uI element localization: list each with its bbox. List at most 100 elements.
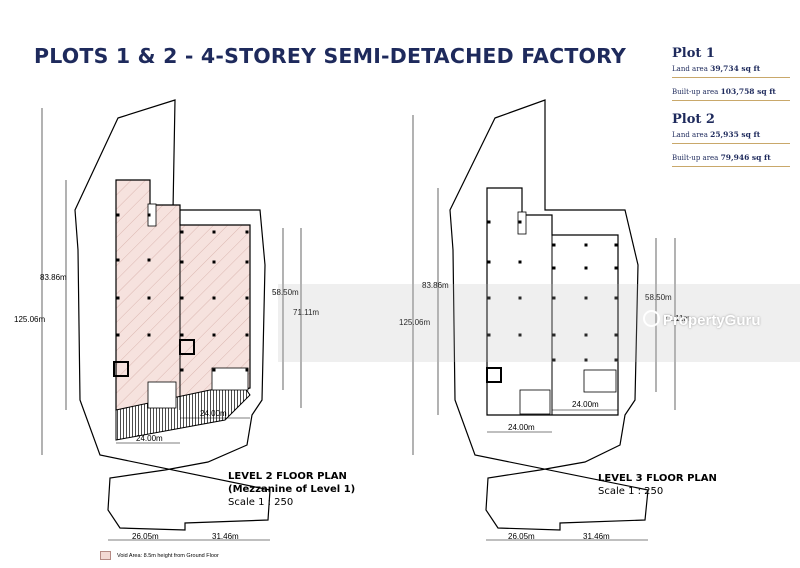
column-marker bbox=[245, 368, 249, 372]
plot-2-info: Plot 2 Land area 25,935 sq ft Built-up a… bbox=[672, 112, 790, 167]
column-marker bbox=[116, 296, 120, 300]
column-marker bbox=[487, 220, 491, 224]
column-marker bbox=[212, 260, 216, 264]
column-marker bbox=[245, 230, 249, 234]
dim-label: 58.50m bbox=[645, 293, 672, 302]
column-marker bbox=[180, 368, 184, 372]
dim-label: 31.46m bbox=[212, 532, 239, 541]
column-marker bbox=[584, 243, 588, 247]
stair-box bbox=[211, 367, 249, 391]
column-marker bbox=[245, 333, 249, 337]
land-area-value: 39,734 sq ft bbox=[710, 64, 761, 73]
column-marker bbox=[487, 296, 491, 300]
plot-2-heading: Plot 2 bbox=[672, 112, 715, 127]
built-up-area-label: Built-up area bbox=[672, 88, 719, 96]
land-area-label: Land area bbox=[672, 131, 708, 139]
dim-label: 24.00m bbox=[508, 423, 535, 432]
dim-label: 83.86m bbox=[422, 281, 449, 290]
column-marker bbox=[614, 333, 618, 337]
void-strip bbox=[115, 387, 251, 441]
stair-box bbox=[519, 389, 551, 415]
column-marker bbox=[552, 266, 556, 270]
plan-scale: Scale 1 : 250 bbox=[228, 497, 294, 508]
dim-label: 24.00m bbox=[136, 434, 163, 443]
plan-subtitle: (Mezzanine of Level 1) bbox=[228, 484, 356, 495]
dim-label: 26.05m bbox=[132, 532, 159, 541]
land-area-value: 25,935 sq ft bbox=[710, 130, 761, 139]
column-marker bbox=[552, 296, 556, 300]
built-up-area-label: Built-up area bbox=[672, 154, 719, 162]
column-marker bbox=[614, 266, 618, 270]
column-marker bbox=[147, 213, 151, 217]
column-marker bbox=[552, 358, 556, 362]
watermark-logo: PropertyGuru bbox=[643, 310, 761, 329]
watermark-text: PropertyGuru bbox=[663, 312, 761, 329]
column-marker bbox=[212, 368, 216, 372]
dim-label: 26.05m bbox=[508, 532, 535, 541]
stair-box bbox=[147, 381, 177, 409]
core-box bbox=[179, 339, 195, 355]
column-marker bbox=[180, 260, 184, 264]
dim-label: 71.11m bbox=[293, 308, 320, 317]
structural-columns bbox=[116, 213, 618, 372]
column-marker bbox=[147, 333, 151, 337]
dim-label: 125.06m bbox=[399, 318, 431, 327]
dim-label: 31.46m bbox=[583, 532, 610, 541]
column-marker bbox=[116, 213, 120, 217]
built-up-area-value: 103,758 sq ft bbox=[720, 87, 776, 96]
core-box bbox=[486, 367, 502, 383]
site-boundary bbox=[74, 99, 271, 531]
level-2-plan-title: LEVEL 2 FLOOR PLAN (Mezzanine of Level 1… bbox=[228, 470, 355, 509]
column-marker bbox=[552, 243, 556, 247]
column-marker bbox=[487, 333, 491, 337]
propertyguru-logo-icon bbox=[643, 310, 660, 327]
dim-label: 58.50m bbox=[272, 288, 299, 297]
column-marker bbox=[116, 333, 120, 337]
column-marker bbox=[518, 333, 522, 337]
plan-title-text: LEVEL 2 FLOOR PLAN bbox=[228, 471, 347, 482]
column-marker bbox=[487, 260, 491, 264]
column-marker bbox=[518, 296, 522, 300]
plot-1-info: Plot 1 Land area 39,734 sq ft Built-up a… bbox=[672, 46, 790, 101]
dim-label: 24.00m bbox=[572, 400, 599, 409]
void-area-swatch bbox=[100, 551, 111, 560]
plot-1-land-area: Land area 39,734 sq ft bbox=[672, 61, 790, 78]
dim-label: 24.00m bbox=[200, 409, 227, 418]
plot-2-land-area: Land area 25,935 sq ft bbox=[672, 127, 790, 144]
column-marker bbox=[584, 358, 588, 362]
legend: Void Area: 8.5m height from Ground Floor bbox=[100, 551, 219, 560]
column-marker bbox=[552, 333, 556, 337]
column-marker bbox=[212, 333, 216, 337]
column-marker bbox=[584, 333, 588, 337]
column-marker bbox=[518, 220, 522, 224]
plot-1-built-area: Built-up area 103,758 sq ft bbox=[672, 84, 790, 101]
column-marker bbox=[180, 333, 184, 337]
legend-text: Void Area: 8.5m height from Ground Floor bbox=[117, 552, 219, 559]
plot-1-heading: Plot 1 bbox=[672, 46, 715, 61]
level-3-plan-title: LEVEL 3 FLOOR PLAN Scale 1 : 250 bbox=[598, 472, 717, 498]
land-area-label: Land area bbox=[672, 65, 708, 73]
column-marker bbox=[584, 296, 588, 300]
column-marker bbox=[212, 230, 216, 234]
column-marker bbox=[147, 296, 151, 300]
column-marker bbox=[180, 296, 184, 300]
plot-2-built-area: Built-up area 79,946 sq ft bbox=[672, 150, 790, 167]
built-up-area-value: 79,946 sq ft bbox=[720, 153, 771, 162]
dim-label: 83.86m bbox=[40, 273, 67, 282]
dim-label: 71.11m bbox=[664, 314, 691, 323]
stair-box bbox=[517, 211, 527, 235]
column-marker bbox=[245, 296, 249, 300]
page-title: PLOTS 1 & 2 - 4-STOREY SEMI-DETACHED FAC… bbox=[34, 44, 627, 68]
column-marker bbox=[212, 296, 216, 300]
site-boundary bbox=[449, 99, 649, 531]
plan-title-text: LEVEL 3 FLOOR PLAN bbox=[598, 473, 717, 484]
column-marker bbox=[245, 260, 249, 264]
watermark-band bbox=[278, 284, 800, 362]
column-marker bbox=[180, 230, 184, 234]
plan-scale: Scale 1 : 250 bbox=[598, 486, 664, 497]
column-marker bbox=[518, 260, 522, 264]
column-marker bbox=[116, 258, 120, 262]
dim-label: 125.06m bbox=[14, 315, 46, 324]
core-box bbox=[113, 361, 129, 377]
